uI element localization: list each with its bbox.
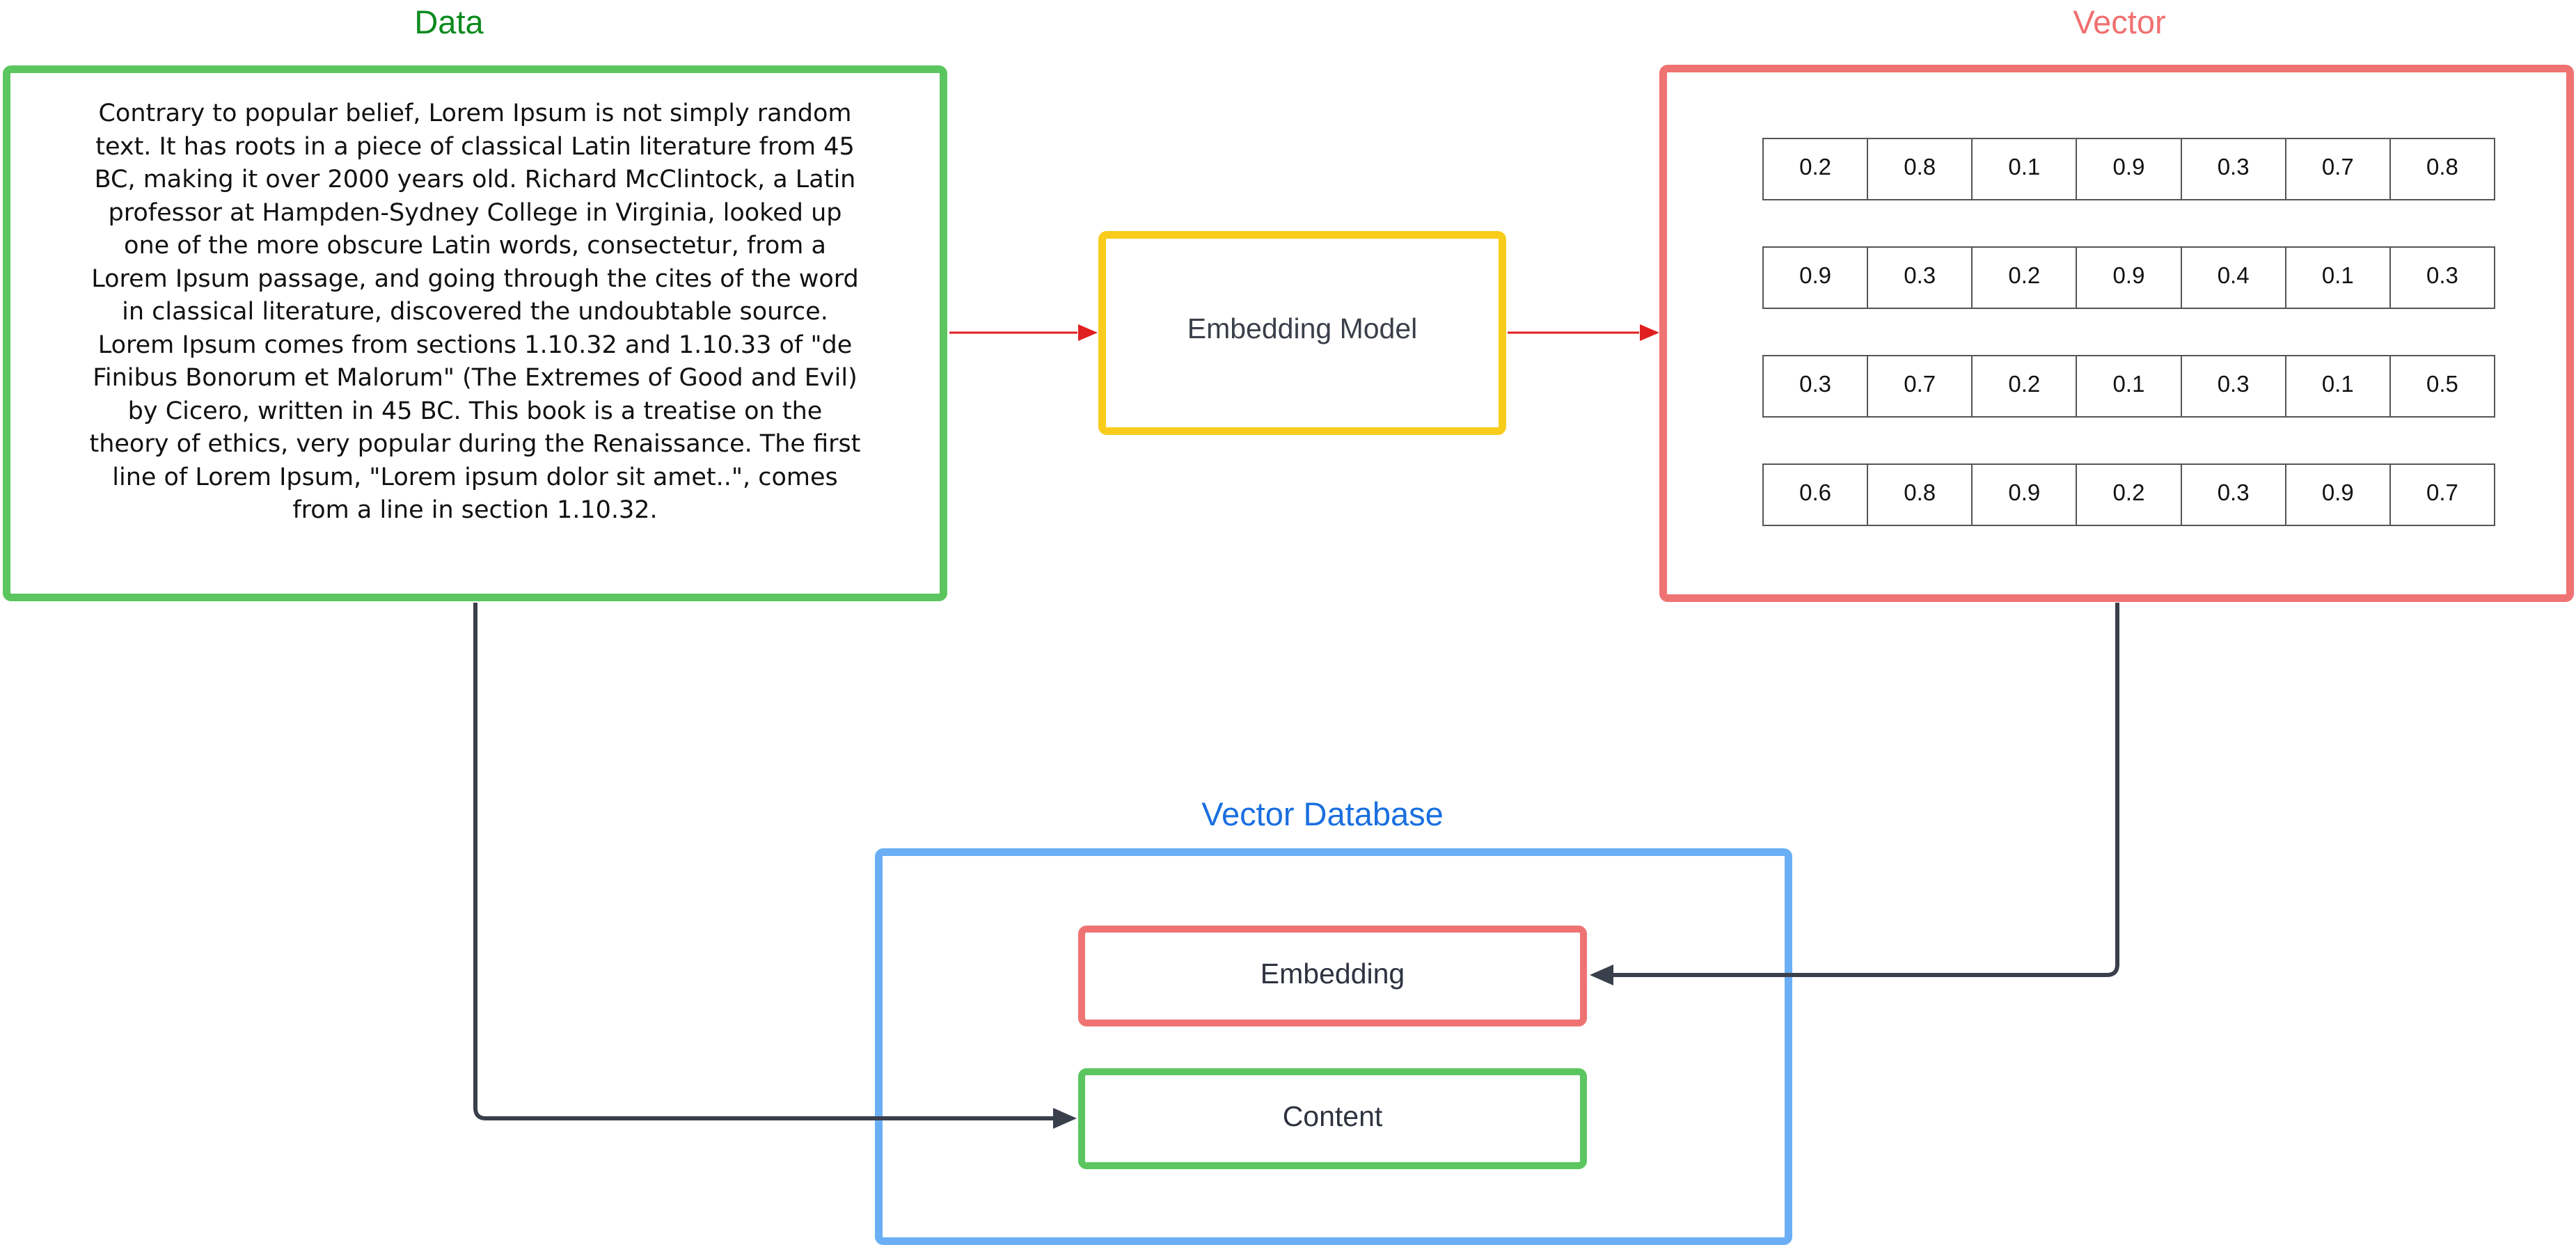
vector-cell: 0.7 (2286, 139, 2391, 199)
vector-cell: 0.1 (2286, 248, 2391, 308)
vector-cell: 0.9 (1764, 248, 1869, 308)
arrow-data-to-content (473, 603, 1054, 1120)
content-box: Content (1078, 1068, 1587, 1169)
vector-cell: 0.5 (2391, 356, 2495, 416)
vector-cell: 0.3 (2182, 465, 2286, 525)
vector-cell: 0.9 (2077, 248, 2182, 308)
arrow-vector-to-embedding (1612, 603, 2119, 977)
arrowhead-data-to-model (1078, 324, 1098, 341)
vector-cell: 0.3 (2182, 356, 2286, 416)
vector-cell: 0.2 (1764, 139, 1869, 199)
vector-cell: 0.4 (2182, 248, 2286, 308)
vector-cell: 0.8 (1868, 139, 1973, 199)
embedding-model-box: Embedding Model (1098, 231, 1506, 435)
vector-cell: 0.8 (1868, 465, 1973, 525)
vector-database-box (875, 848, 1792, 1245)
vector-cell: 0.1 (2077, 356, 2182, 416)
embedding-model-label: Embedding Model (1187, 312, 1418, 344)
vector-cell: 0.9 (2286, 465, 2391, 525)
vector-cell: 0.1 (1973, 139, 2078, 199)
embedding-label: Embedding (1260, 958, 1405, 990)
vector-title: Vector (2073, 3, 2166, 40)
vector-cell: 0.8 (2391, 139, 2495, 199)
vector-row: 0.9 0.3 0.2 0.9 0.4 0.1 0.3 (1762, 246, 2495, 309)
vector-cell: 0.3 (2391, 248, 2495, 308)
embedding-box: Embedding (1078, 926, 1587, 1026)
data-text: Contrary to popular belief, Lorem Ipsum … (89, 100, 861, 525)
vector-row: 0.2 0.8 0.1 0.9 0.3 0.7 0.8 (1762, 138, 2495, 200)
vector-cell: 0.2 (1973, 248, 2078, 308)
vector-cell: 0.9 (1973, 465, 2078, 525)
vector-cell: 0.2 (1973, 356, 2078, 416)
vector-cell: 0.6 (1764, 465, 1869, 525)
arrowhead-model-to-vector (1640, 324, 1659, 341)
vector-database-title: Vector Database (1201, 795, 1444, 832)
content-label: Content (1282, 1100, 1383, 1132)
arrowhead-data-to-content (1053, 1108, 1077, 1129)
vector-cell: 0.3 (1868, 248, 1973, 308)
vector-cell: 0.9 (2077, 139, 2182, 199)
vector-row: 0.6 0.8 0.9 0.2 0.3 0.9 0.7 (1762, 463, 2495, 526)
vector-cell: 0.7 (1868, 356, 1973, 416)
data-box: Contrary to popular belief, Lorem Ipsum … (3, 65, 947, 601)
vector-box: 0.2 0.8 0.1 0.9 0.3 0.7 0.8 0.9 0.3 0.2 … (1659, 65, 2574, 602)
vector-cell: 0.3 (2182, 139, 2286, 199)
arrowhead-vector-to-embedding (1590, 965, 1613, 985)
vector-row: 0.3 0.7 0.2 0.1 0.3 0.1 0.5 (1762, 355, 2495, 418)
vector-cell: 0.3 (1764, 356, 1869, 416)
vector-cell: 0.2 (2077, 465, 2182, 525)
vector-cell: 0.7 (2391, 465, 2495, 525)
data-title: Data (414, 3, 484, 40)
vector-cell: 0.1 (2286, 356, 2391, 416)
